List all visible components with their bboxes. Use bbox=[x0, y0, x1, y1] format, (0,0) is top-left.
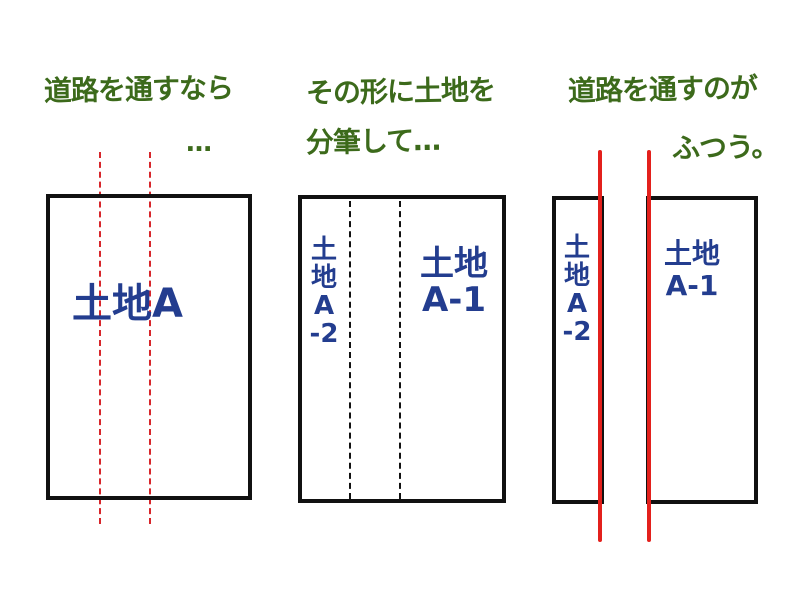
panel-1-parcel-label: 土地A bbox=[72, 281, 183, 327]
panel-2-division-line-right bbox=[399, 201, 401, 499]
panel-3-parcel-a1-label-line-2: A-1 bbox=[665, 269, 719, 302]
panel-3-parcel-a1-label-line-1: 土地 bbox=[663, 237, 720, 270]
panel-1-road-guide-right bbox=[149, 152, 151, 524]
panel-2-parcel-a2-label: 土地A-2 bbox=[309, 235, 339, 349]
panel-2-parcel-a1-label: 土地 A-1 bbox=[414, 246, 494, 318]
panel-1-road-guide-left bbox=[99, 152, 101, 524]
panel-3-road-edge-left bbox=[598, 150, 602, 542]
panel-2-caption-line-2: 分筆して… bbox=[305, 123, 441, 160]
panel-2-land-parcel bbox=[298, 195, 506, 503]
panel-3-caption-line-1: 道路を通すのが bbox=[567, 71, 758, 108]
panel-3-parcel-a2 bbox=[552, 196, 604, 504]
panel-2-caption-line-1: その形に土地を bbox=[305, 73, 496, 110]
panel-2-parcel-a1-label-line-2: A-1 bbox=[421, 280, 487, 320]
panel-2-parcel-a1-label-line-1: 土地 bbox=[420, 244, 488, 284]
panel-2-division-line-left bbox=[349, 201, 351, 499]
panel-1-land-parcel bbox=[46, 194, 252, 500]
panel-3-caption-line-2: ふつう。 bbox=[671, 130, 779, 165]
panel-3-road-edge-right bbox=[647, 150, 651, 542]
panel-1-caption: 道路を通すなら bbox=[43, 71, 234, 108]
panel-3-parcel-a2-label: 土地A-2 bbox=[562, 233, 592, 347]
panel-1-caption-ellipsis: … bbox=[186, 128, 213, 158]
panel-3-parcel-a1-label: 土地 A-1 bbox=[652, 238, 732, 302]
